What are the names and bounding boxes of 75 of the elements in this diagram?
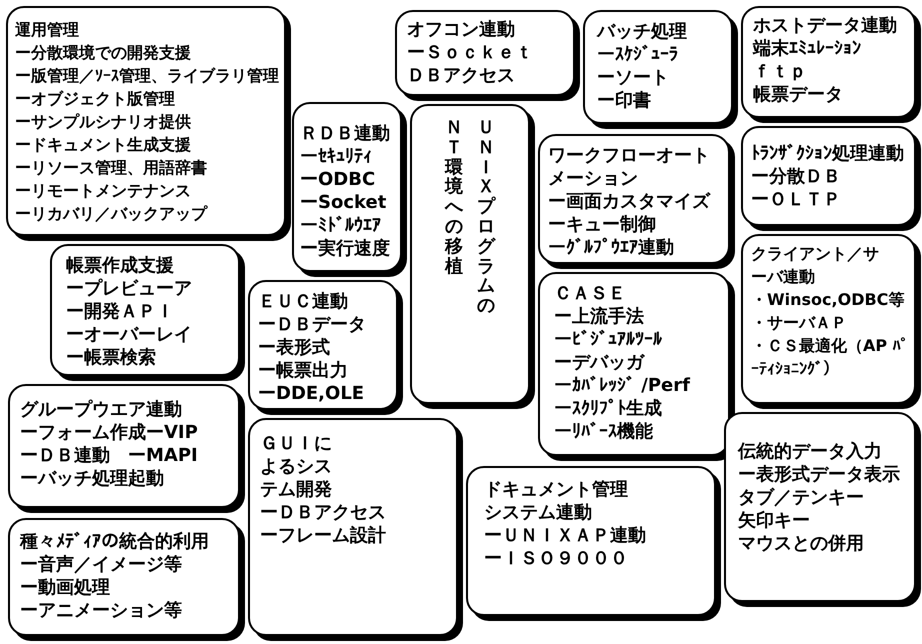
box-heading: ＧＵＩによるシステム開発 [260, 432, 333, 501]
list-item: ー分散環境での開発支援 [15, 42, 191, 64]
box-heading: 伝統的データ入力 [738, 440, 882, 463]
box-heading: オフコン連動 [407, 18, 515, 41]
box-heading: ホストデータ連動 [753, 14, 897, 37]
list-item: ＤＢアクセス [407, 64, 515, 87]
box-heading: クライアント／サーバ連動 [751, 243, 880, 288]
list-item: ー分散ＤＢ [751, 165, 841, 188]
box-heading: ＥＵＣ連動 [258, 290, 348, 313]
list-item: ー開発ＡＰＩ [66, 300, 174, 323]
list-item: ー帳票出力 [258, 359, 348, 382]
list-item: ーアニメーション等 [20, 599, 182, 622]
box-heading: ドキュメント管理システム連動 [484, 478, 629, 524]
list-item: ーＯＬＴＰ [751, 188, 841, 211]
list-item: ーDDE,OLE [258, 382, 364, 405]
list-item: ー上流手法 [554, 305, 644, 328]
list-item: ーﾋﾞｼﾞｭｱﾙﾂｰﾙ [554, 328, 662, 351]
list-item: ーﾐﾄﾞﾙｳｴｱ [300, 214, 381, 237]
list-item: ープレビューア [66, 277, 192, 300]
list-item: マウスとの併用 [738, 532, 864, 555]
box-heading: 運用管理 [15, 19, 79, 41]
list-item: ーＵＮＩＸＡＰ連動 [484, 524, 646, 547]
box-heading: ＲＤＢ連動 [300, 122, 390, 145]
box-heading: ﾄﾗﾝｻﾞｸｼｮﾝ処理連動 [751, 142, 904, 165]
list-item: ーオーバーレイ [66, 323, 192, 346]
list-item: ーバッチ処理起動 [20, 467, 164, 490]
list-item: ーＤＢアクセス [260, 501, 386, 524]
list-item: ーｶﾊﾞﾚｯｼﾞ /Perf [554, 374, 690, 397]
list-item: ーｽｸﾘﾌﾟﾄ生成 [554, 397, 662, 420]
list-item: ーデバッガ [554, 351, 644, 374]
list-item: ・Winsoc,ODBC等 [751, 289, 904, 311]
vertical-text: ＮＴ環境への移植 [445, 118, 463, 279]
list-item: ーｸﾞﾙﾌﾟｳｴｱ連動 [548, 236, 674, 259]
list-item: ーフレーム設計 [260, 524, 386, 547]
list-item: 矢印キー [738, 509, 810, 532]
list-item: ーフォーム作成ーVIP [20, 421, 198, 444]
box-heading: バッチ処理 [597, 20, 687, 43]
list-item: ーリソース管理、用語辞書 [15, 157, 207, 179]
box-heading: グループウエア連動 [20, 398, 182, 421]
box-heading: 帳票作成支援 [66, 254, 174, 277]
list-item: ー動画処理 [20, 576, 110, 599]
list-item: ー表形式データ表示 [738, 463, 900, 486]
box-heading: ＣＡＳＥ [554, 282, 626, 305]
list-item: ーキュー制御 [548, 213, 656, 236]
list-item: ーODBC [300, 168, 376, 191]
vertical-text: ＵＮＩＸプログラムの [477, 118, 495, 316]
list-item: ー実行速度 [300, 237, 390, 260]
list-item: タブ／テンキー [738, 486, 864, 509]
list-item: ｆｔｐ [753, 60, 807, 83]
list-item: ー音声／イメージ等 [20, 553, 182, 576]
list-item: 帳票データ [753, 83, 843, 106]
list-item: ーリモートメンテナンス [15, 180, 191, 202]
list-item: ー版管理／ｿｰｽ管理、ライブラリ管理 [15, 65, 279, 87]
list-item: ・ＣＳ最適化（AP ﾊﾟｰﾃｨｼｮﾆﾝｸﾞ） [751, 335, 910, 380]
list-item: ーﾘﾊﾞｰｽ機能 [554, 420, 653, 443]
box-heading: 種々ﾒﾃﾞｨｱの統合的利用 [20, 530, 209, 553]
list-item: ー画面カスタマイズ [548, 190, 710, 213]
list-item: ー帳票検索 [66, 346, 156, 369]
list-item: ーｾｷｭﾘﾃｨ [300, 145, 372, 168]
list-item: ーSocket [300, 191, 386, 214]
list-item: ・サーバＡＰ [751, 312, 847, 334]
list-item: ー印書 [597, 89, 651, 112]
list-item: ーＤＢデータ [258, 313, 366, 336]
list-item: ーリカバリ／バックアップ [15, 203, 207, 225]
list-item: ーｽｹｼﾞｭｰﾗ [597, 43, 678, 66]
list-item: 端末ｴﾐｭﾚｰｼｮﾝ [753, 37, 861, 60]
list-item: ーソート [597, 66, 669, 89]
list-item: ー表形式 [258, 336, 330, 359]
box-heading: ワークフローオートメーション [548, 144, 711, 190]
list-item: ーＩＳＯ９０００ [484, 547, 628, 570]
list-item: ードキュメント生成支援 [15, 134, 191, 156]
list-item: ーサンプルシナリオ提供 [15, 111, 191, 133]
list-item: ーオブジェクト版管理 [15, 88, 175, 110]
list-item: ーＤＢ連動 ーMAPI [20, 444, 198, 467]
list-item: ーＳｏｃｋｅｔ [407, 41, 533, 64]
